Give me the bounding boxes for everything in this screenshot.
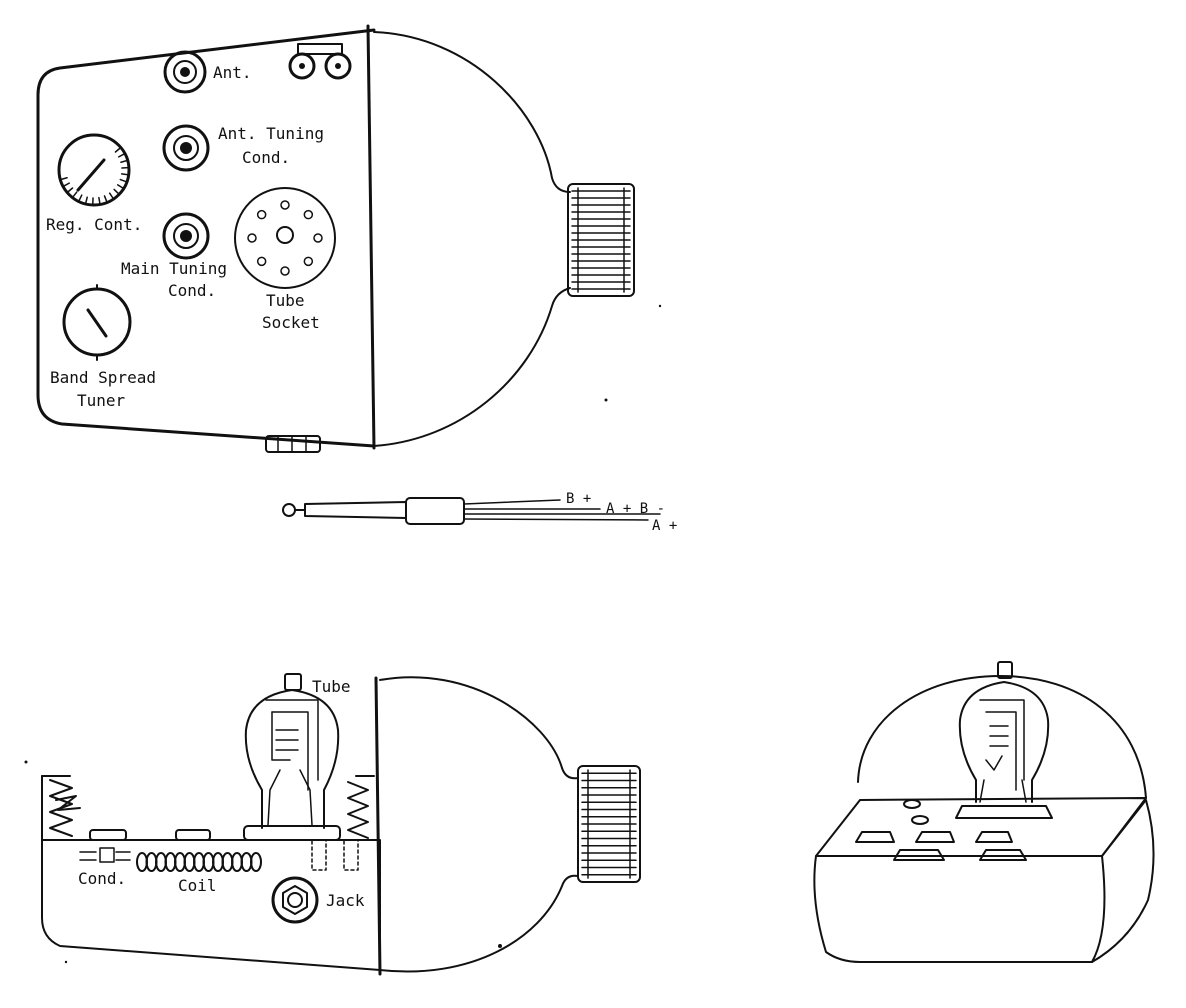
label-band-spread-1: Band Spread xyxy=(50,368,156,387)
side-cond xyxy=(80,848,130,862)
label-band-spread-2: Tuner xyxy=(77,391,126,410)
side-jack xyxy=(273,878,317,922)
side-view: Tube Cond. Coil Jack xyxy=(42,674,640,974)
persp-box-front xyxy=(814,856,1104,962)
side-tube xyxy=(244,674,340,840)
label-coil: Coil xyxy=(178,876,217,895)
persp-dome xyxy=(858,676,1146,798)
label-tube-socket-2: Socket xyxy=(262,313,320,332)
binding-posts xyxy=(290,44,350,78)
label-reg-cont: Reg. Cont. xyxy=(46,215,142,234)
label-ant: Ant. xyxy=(213,63,252,82)
side-dome xyxy=(380,677,578,971)
label-jack: Jack xyxy=(326,891,365,910)
top-knurled-knob xyxy=(568,184,634,296)
label-a-plus: A + xyxy=(652,518,677,534)
label-cond: Cond. xyxy=(78,869,126,888)
main-tuning-cond-knob xyxy=(164,214,208,258)
ant-tuning-cond-knob xyxy=(164,126,208,170)
top-dome xyxy=(374,32,570,446)
perspective-view xyxy=(814,662,1153,962)
battery-cable: B + A + B - A + xyxy=(283,491,677,534)
reg-cont-dial xyxy=(59,135,129,205)
label-tube: Tube xyxy=(312,677,351,696)
right-spring xyxy=(348,782,368,838)
top-divider xyxy=(368,26,374,448)
label-main-tuning-1: Main Tuning xyxy=(121,259,227,278)
persp-top-components xyxy=(856,800,1026,860)
band-spread-dial xyxy=(64,285,130,360)
side-knurled-knob xyxy=(578,766,640,882)
side-coil xyxy=(137,853,261,871)
side-divider xyxy=(376,678,380,974)
ant-jack xyxy=(165,52,205,92)
label-tube-socket-1: Tube xyxy=(266,291,305,310)
persp-tube xyxy=(956,662,1052,818)
label-ant-tuning-2: Cond. xyxy=(242,148,290,167)
label-main-tuning-2: Cond. xyxy=(168,281,216,300)
top-view: Ant. Ant. Tuning Cond. Reg. Cont. Main T… xyxy=(38,26,634,452)
label-ant-tuning-1: Ant. Tuning xyxy=(218,124,324,143)
tube-socket xyxy=(235,188,335,288)
label-b-plus: B + xyxy=(566,491,591,507)
label-a-plus-b-minus: A + B - xyxy=(606,501,665,517)
